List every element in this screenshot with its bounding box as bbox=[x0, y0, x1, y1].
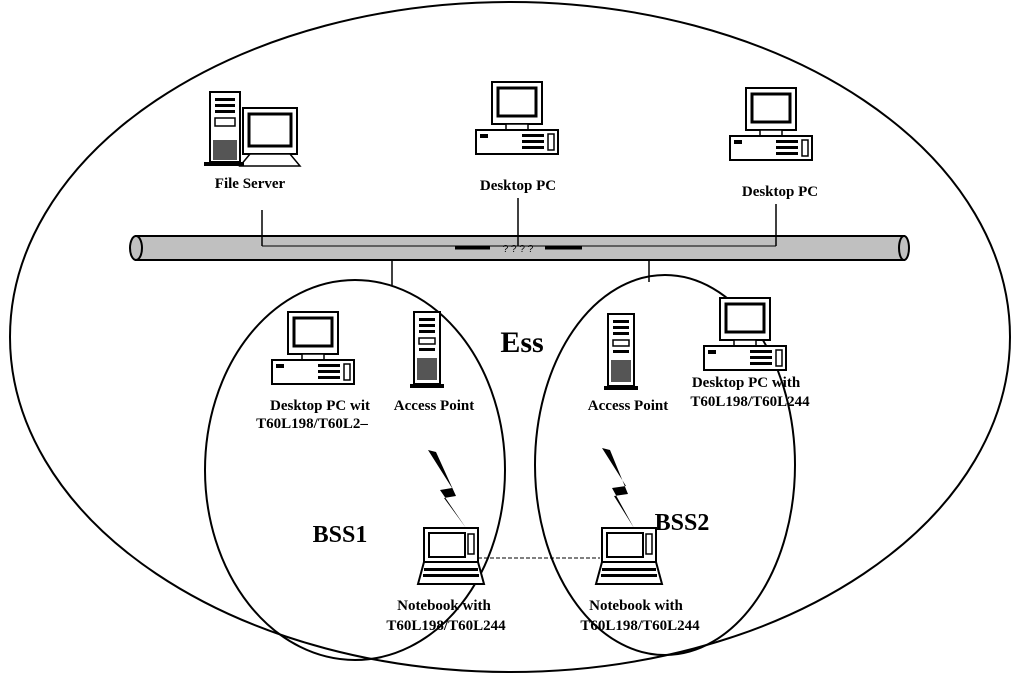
ess-label: Ess bbox=[500, 326, 543, 359]
desktop-pc-left-label-line2: T60L198/T60L2– bbox=[256, 416, 368, 432]
wireless-link-right-icon bbox=[602, 448, 634, 528]
access-point-left-label: Access Point bbox=[394, 398, 474, 414]
wireless-link-left-icon bbox=[428, 450, 466, 528]
ess-boundary bbox=[9, 1, 1011, 673]
notebook-right-icon bbox=[595, 527, 663, 585]
file-server-label: File Server bbox=[215, 176, 286, 192]
file-server-icon bbox=[204, 91, 302, 167]
desktop-pc-1-label: Desktop PC bbox=[480, 178, 556, 194]
desktop-pc-left-icon bbox=[270, 310, 356, 386]
desktop-pc-2-icon bbox=[728, 86, 814, 162]
desktop-pc-right-label-line1: Desktop PC with bbox=[692, 375, 801, 391]
bss1-label: BSS1 bbox=[313, 522, 368, 548]
notebook-left-icon bbox=[417, 527, 485, 585]
desktop-pc-right-icon bbox=[702, 296, 788, 372]
access-point-left-icon bbox=[409, 311, 445, 389]
desktop-pc-right-label-line2: T60L198/T60L244 bbox=[690, 394, 810, 410]
notebook-left-label-line2: T60L198/T60L244 bbox=[386, 618, 506, 634]
access-point-right-label: Access Point bbox=[588, 398, 668, 414]
bss1-boundary bbox=[204, 279, 506, 661]
notebook-left-label-line1: Notebook with bbox=[397, 598, 491, 614]
notebook-right-label-line2: T60L198/T60L244 bbox=[580, 618, 700, 634]
bss2-label: BSS2 bbox=[655, 510, 710, 536]
desktop-pc-2-label: Desktop PC bbox=[742, 184, 818, 200]
bss2-boundary bbox=[534, 274, 796, 656]
access-point-right-icon bbox=[603, 313, 639, 391]
desktop-pc-1-icon bbox=[474, 80, 560, 156]
desktop-pc-left-label-line1: Desktop PC wit bbox=[270, 398, 370, 414]
notebook-right-label-line1: Notebook with bbox=[589, 598, 683, 614]
backbone-label: ? ? ? ? bbox=[503, 244, 534, 255]
